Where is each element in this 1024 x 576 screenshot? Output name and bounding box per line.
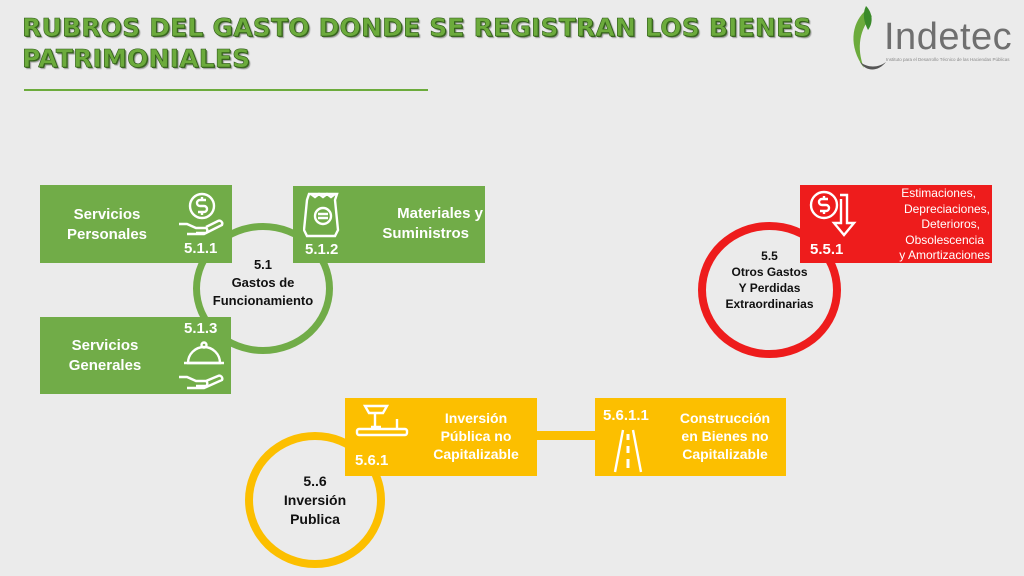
title-underline <box>24 89 428 91</box>
node-label-line: Extraordinarias <box>725 297 814 311</box>
node-inversion-publica: 5..6 Inversión Publica <box>245 472 385 529</box>
node-label-line: Publica <box>290 511 340 527</box>
box-label-line: Personales <box>66 226 148 243</box>
box-label-line: Materiales y <box>397 205 483 222</box>
service-tray-icon <box>179 341 224 390</box>
node-label-line: Y Perdidas <box>738 281 801 295</box>
box-label-line: Servicios <box>71 337 139 354</box>
box-label-line: Inversión <box>444 410 508 426</box>
supplies-bag-icon <box>303 192 340 238</box>
node-gastos-funcionamiento: 5.1 Gastos de Funcionamiento <box>193 256 333 310</box>
node-code: 5.5 <box>761 249 778 263</box>
node-label-line: Inversión <box>283 492 347 508</box>
box-label-line: Capitalizable <box>433 446 519 462</box>
box-code: 5.1.2 <box>305 241 339 258</box>
box-label-line: Estimaciones, <box>901 186 976 200</box>
page-title: RUBROS DEL GASTO DONDE SE REGISTRAN LOS … <box>22 12 822 74</box>
node-label-line: Gastos de <box>231 275 295 290</box>
logo-name: Indetec <box>884 16 1013 58</box>
box-label-line: Generales <box>68 357 142 374</box>
connector-5-6-1-to-5-6-1-1 <box>536 431 596 440</box>
node-otros-gastos: 5.5 Otros Gastos Y Perdidas Extraordinar… <box>698 248 841 312</box>
box-label-line: Pública no <box>440 428 512 444</box>
box-label-line: Obsolescencia <box>905 232 984 247</box>
box-label-line: Construcción <box>679 410 771 426</box>
money-hand-icon <box>179 192 224 236</box>
node-code: 5.1 <box>253 257 273 272</box>
box-inversion-publica-no-capitalizable: 5.6.1 Inversión Pública no Capitalizable <box>345 398 537 476</box>
page-title-line2: PATRIMONIALES <box>22 44 251 74</box>
node-code: 5..6 <box>303 473 327 489</box>
indetec-logo-icon <box>853 6 886 70</box>
box-code: 5.6.1.1 <box>603 407 649 424</box>
box-code: 5.1.3 <box>184 320 218 337</box>
box-construccion-bienes-no-capitalizable: 5.6.1.1 Construcción en Bienes no Capita… <box>595 398 786 476</box>
node-label-line: Funcionamiento <box>212 293 314 308</box>
box-label-line: Depreciaciones, <box>903 201 990 216</box>
page-title-line1: RUBROS DEL GASTO DONDE SE REGISTRAN LOS … <box>22 13 812 43</box>
box-label-line: Deterioros, <box>921 217 980 231</box>
box-code: 5.5.1 <box>810 241 844 258</box>
box-label-line: en Bienes no <box>681 428 769 444</box>
money-down-arrow-icon <box>809 190 857 237</box>
box-servicios-generales: Servicios Generales 5.1.3 <box>40 317 231 394</box>
logo-tagline: Instituto para el Desarrollo Técnico de … <box>886 57 1010 62</box>
box-label-line: Capitalizable <box>682 446 768 462</box>
box-code: 5.6.1 <box>355 452 389 469</box>
box-code: 5.1.1 <box>184 240 218 257</box>
node-label-line: Otros Gastos <box>731 265 808 279</box>
box-label-line: Servicios <box>73 206 141 223</box>
box-materiales-suministros: 5.1.2 Materiales y Suministros <box>293 186 485 263</box>
ring-otros-gastos <box>698 222 841 358</box>
box-label-line: y Amortizaciones <box>899 248 990 262</box>
box-servicios-personales: Servicios Personales 5.1.1 <box>40 185 232 263</box>
ring-inversion-publica <box>245 432 385 568</box>
box-label-line: Suministros <box>382 225 469 242</box>
box-estimaciones: 5.5.1 Estimaciones, Depreciaciones, Dete… <box>800 185 992 263</box>
ring-gastos-funcionamiento <box>193 223 333 354</box>
road-icon <box>613 429 643 473</box>
construction-machine-icon <box>355 404 409 437</box>
